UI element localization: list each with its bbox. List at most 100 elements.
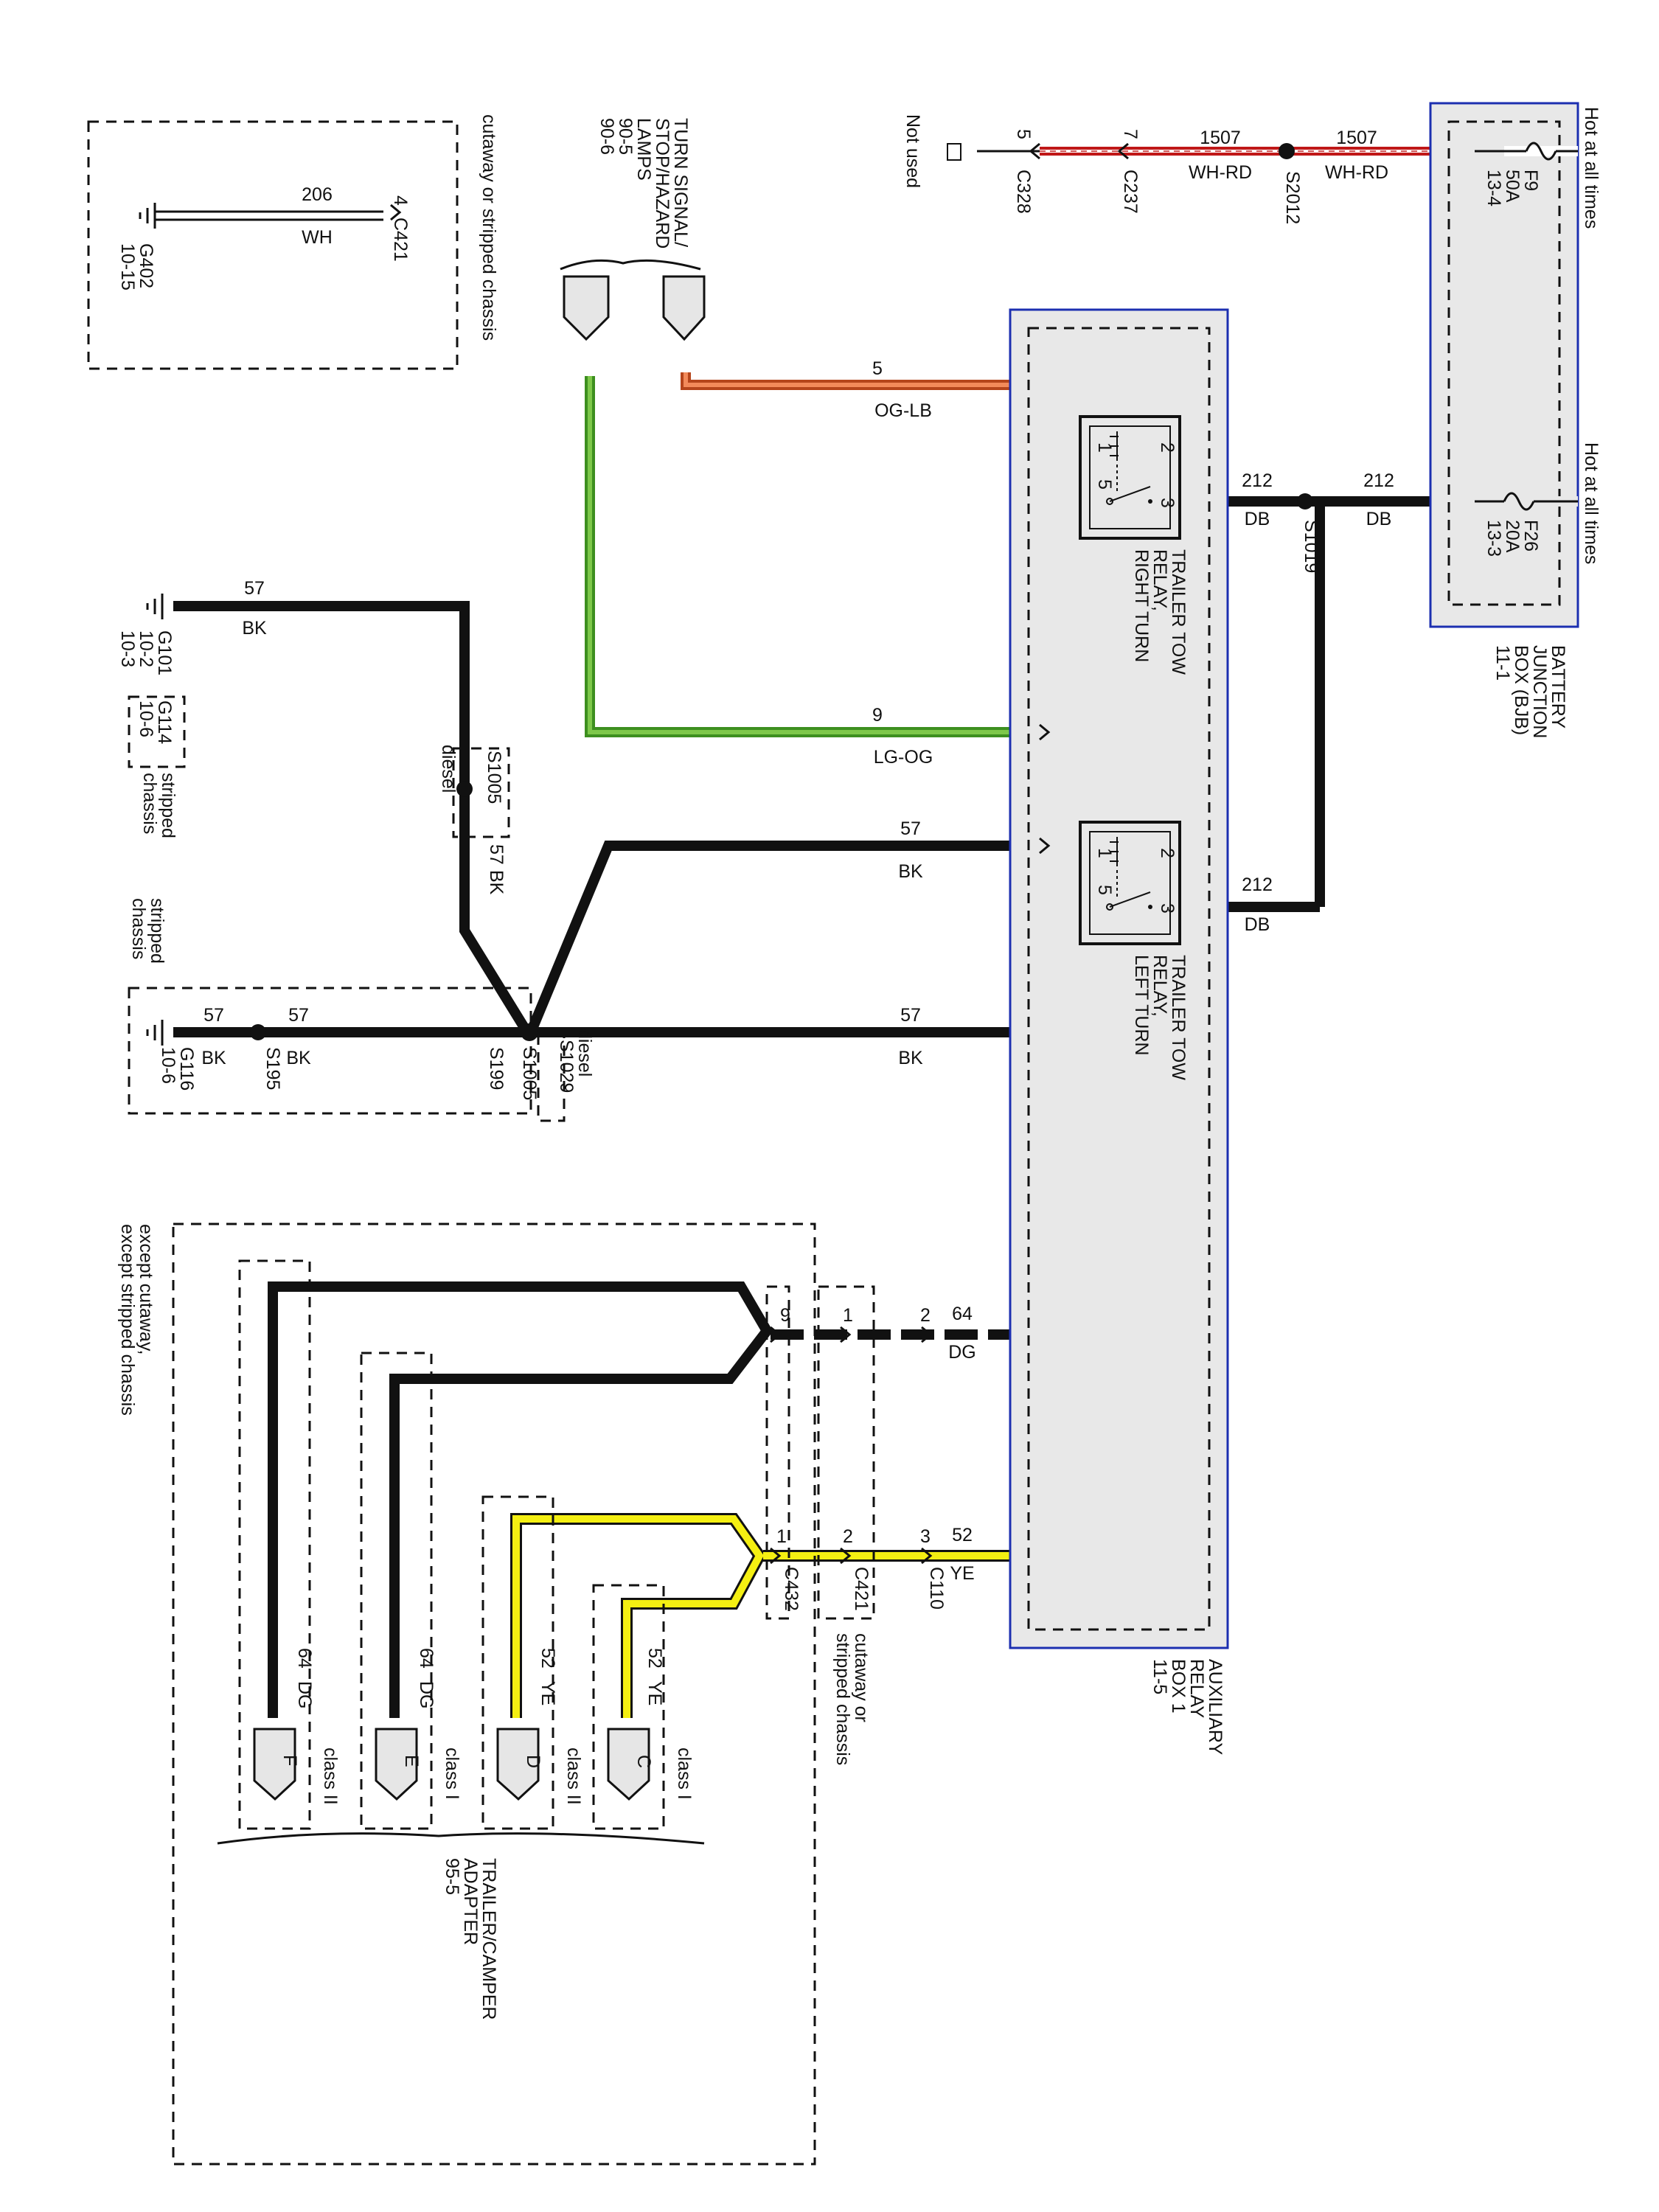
g101-ground: G101 bbox=[154, 630, 175, 675]
option-box-g402 bbox=[87, 120, 459, 370]
ground-symbol-g101 bbox=[146, 594, 164, 619]
trailer-except2: except stripped chassis bbox=[117, 1224, 138, 1416]
wire-212-c-color: DB bbox=[1245, 914, 1270, 935]
relay-left-line2: RELAY, bbox=[1150, 955, 1170, 1017]
g116-wire1-no: 57 bbox=[204, 1005, 224, 1026]
g101-wire-no: 57 bbox=[244, 578, 265, 599]
fuse-f26-symbol bbox=[1475, 492, 1578, 511]
labels-turn-signal: TURN SIGNAL/ STOP/HAZARD LAMPS 90-5 90-6 bbox=[597, 118, 691, 248]
c328-label: C328 bbox=[1013, 170, 1034, 214]
g116-ground: G116 bbox=[176, 1047, 197, 1091]
g116-wire2-no: 57 bbox=[288, 1005, 309, 1026]
wire-52-no: 52 bbox=[952, 1525, 973, 1545]
c110-label: C110 bbox=[926, 1567, 947, 1610]
c237-label: C237 bbox=[1120, 170, 1141, 214]
c432-label: C432 bbox=[781, 1567, 801, 1611]
wire-57-a-color: BK bbox=[898, 861, 923, 882]
trailer-ref: 95-5 bbox=[442, 1858, 462, 1895]
labels-aux: AUXILIARY RELAY BOX 1 11-5 bbox=[1150, 1659, 1225, 1755]
wire-5-no: 5 bbox=[872, 358, 883, 379]
bjb-f9: F9 bbox=[1520, 170, 1541, 191]
c421-note1: cutaway or bbox=[851, 1633, 872, 1722]
g114-note2: chassis bbox=[139, 773, 160, 834]
not-used-terminal bbox=[947, 143, 961, 161]
labels-wires: 5 OG-LB 9 LG-OG 57 BK 57 BK 212 DB 212 D… bbox=[872, 358, 1394, 1584]
labels-relays: 2 1 5 3 TRAILER TOW RELAY, RIGHT TURN 2 … bbox=[1094, 442, 1189, 1080]
s1005-vert-no: 57 bbox=[486, 844, 507, 865]
wire-57-bk-g101 bbox=[173, 601, 532, 1035]
bjb-name2: JUNCTION bbox=[1529, 645, 1550, 738]
ground-symbol-g402 bbox=[139, 203, 383, 229]
connector-chevrons bbox=[390, 142, 1129, 1565]
relay-right-p5: 5 bbox=[1094, 479, 1115, 490]
relay-left-turn bbox=[1079, 821, 1181, 945]
bjb-name1: BATTERY bbox=[1548, 645, 1568, 728]
wire-57-bk-upper bbox=[526, 841, 1010, 1034]
g101-ref1: 10-2 bbox=[136, 630, 156, 667]
relay-right-line3: RIGHT TURN bbox=[1131, 549, 1152, 662]
c421-pin1: 1 bbox=[843, 1305, 853, 1326]
g116-note2: chassis bbox=[128, 898, 149, 959]
wire-52-ye bbox=[510, 1513, 1010, 1718]
s1005-vert-color: BK bbox=[486, 870, 507, 895]
c237-pin: 7 bbox=[1120, 129, 1141, 139]
fuse-f9-symbol bbox=[1475, 142, 1578, 161]
pin-f-wire-no: 64 bbox=[294, 1648, 315, 1669]
s1029-diesel: diesel bbox=[574, 1029, 595, 1077]
wire-212-a-color: DB bbox=[1245, 509, 1270, 529]
splice-s195 bbox=[250, 1024, 266, 1040]
not-used-label: Not used bbox=[902, 114, 923, 188]
c421-label: C421 bbox=[851, 1567, 872, 1611]
s1005-upper-label: S1005 bbox=[484, 751, 504, 804]
aux-line3: BOX 1 bbox=[1168, 1659, 1189, 1714]
splice-s2012 bbox=[1279, 143, 1295, 159]
g116-wire2-color: BK bbox=[286, 1048, 311, 1068]
pin-d-wire-color: YE bbox=[538, 1681, 558, 1705]
wire-57-b-color: BK bbox=[898, 1048, 923, 1068]
aux-ref: 11-5 bbox=[1150, 1659, 1170, 1694]
g402-wire-no: 206 bbox=[302, 184, 333, 205]
bjb-f9-ref: 13-4 bbox=[1484, 170, 1504, 206]
pin-c: C bbox=[633, 1755, 654, 1768]
g402-note: cutaway or stripped chassis bbox=[479, 114, 499, 341]
wire-212-c-no: 212 bbox=[1242, 874, 1273, 895]
splice-s195-label: S195 bbox=[262, 1047, 283, 1090]
wire-57-a-no: 57 bbox=[900, 818, 921, 839]
pin-f-wire-color: DG bbox=[294, 1681, 315, 1709]
pin-c-class: class I bbox=[674, 1747, 695, 1800]
splice-s1005 bbox=[521, 1023, 538, 1041]
g114-note1: stripped bbox=[158, 773, 178, 838]
bjb-ref: 11-1 bbox=[1492, 645, 1513, 681]
g402-pin: 4 bbox=[390, 195, 411, 206]
wire-64-color: DG bbox=[948, 1342, 976, 1363]
c421-pin2: 2 bbox=[843, 1526, 853, 1547]
wire-212-b-no: 212 bbox=[1363, 470, 1394, 491]
pin-e-wire-color: DG bbox=[416, 1681, 437, 1709]
ground-symbol-g116 bbox=[146, 1020, 164, 1046]
relay-left-p5: 5 bbox=[1094, 885, 1115, 895]
option-box-s1029 bbox=[537, 1034, 566, 1122]
trailer-name2: ADAPTER bbox=[460, 1858, 481, 1945]
g101-wire-color: BK bbox=[242, 618, 267, 639]
aux-line2: RELAY bbox=[1186, 1659, 1207, 1718]
g116-note1: stripped bbox=[147, 898, 167, 964]
relay-left-p2: 2 bbox=[1157, 848, 1178, 858]
wire-64-no: 64 bbox=[952, 1304, 973, 1324]
wire-212-a-no: 212 bbox=[1242, 470, 1273, 491]
labels-g116: stripped chassis G116 10-6 57 BK S195 57… bbox=[128, 898, 595, 1100]
bjb-name3: BOX (BJB) bbox=[1511, 645, 1531, 735]
pin-e: E bbox=[401, 1755, 422, 1767]
g402-ref: 10-15 bbox=[117, 243, 138, 291]
relay-left-p1: 1 bbox=[1094, 848, 1115, 858]
wire-57-b-no: 57 bbox=[900, 1005, 921, 1026]
splice-s1019 bbox=[1297, 493, 1313, 509]
aux-line1: AUXILIARY bbox=[1205, 1659, 1225, 1755]
bjb-f26: F26 bbox=[1520, 520, 1541, 552]
wire-212-b-color: DB bbox=[1366, 509, 1392, 529]
c328-pin: 5 bbox=[1013, 129, 1034, 139]
turn-signal-line2: STOP/HAZARD bbox=[652, 118, 672, 248]
relay-left-line1: TRAILER TOW bbox=[1168, 955, 1189, 1080]
pin-c-wire-no: 52 bbox=[644, 1648, 665, 1669]
turn-signal-ref2: 90-6 bbox=[597, 118, 617, 155]
